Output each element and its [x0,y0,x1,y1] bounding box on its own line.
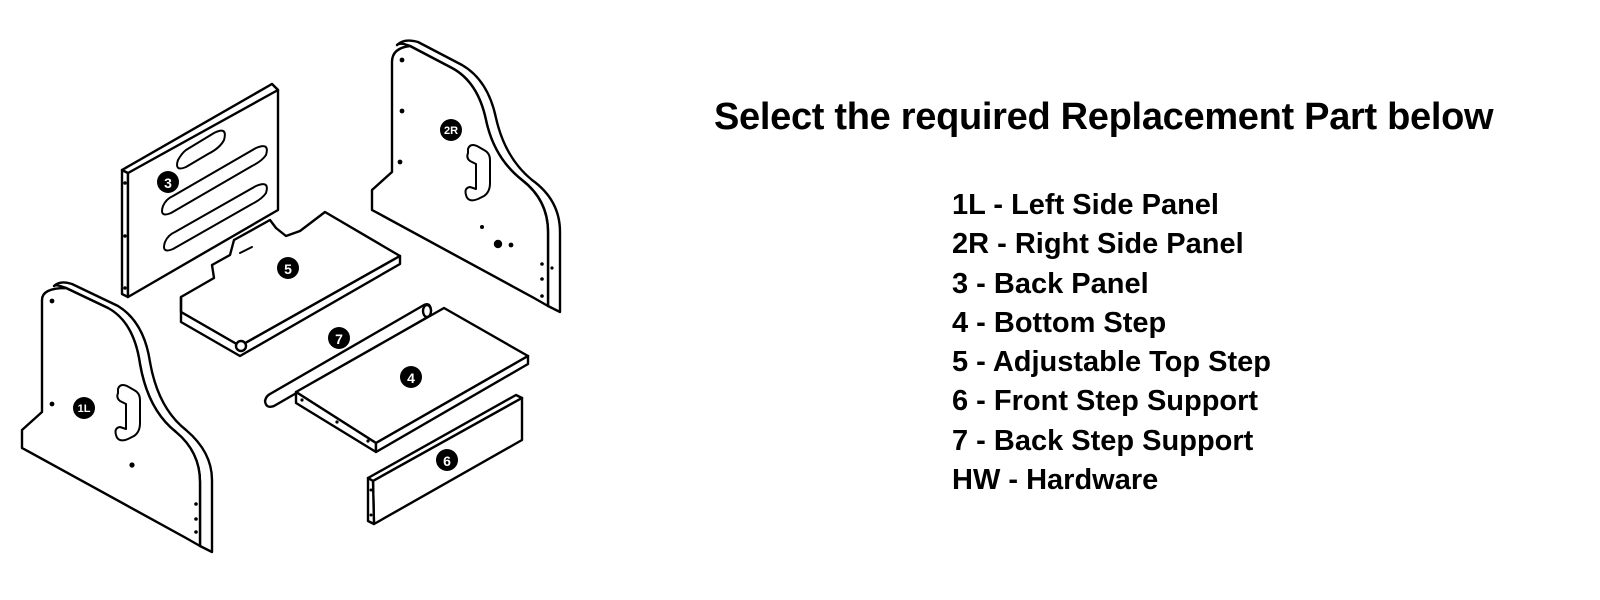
svg-text:5: 5 [284,261,292,277]
badge-3: 3 [157,171,179,193]
svg-text:1L: 1L [78,403,91,415]
svg-text:6: 6 [443,453,451,469]
left-side-panel-part[interactable] [20,281,214,554]
part-link-2r[interactable]: 2R - Right Side Panel [952,228,1244,261]
badge-6: 6 [436,449,458,471]
badge-5: 5 [277,257,299,279]
svg-text:3: 3 [164,175,172,191]
back-panel-part[interactable] [120,82,280,299]
top-step-part[interactable] [179,210,402,358]
exploded-parts-diagram: 3 2R 5 7 4 1L 6 [20,39,562,554]
badge-2r: 2R [440,119,462,141]
right-side-panel-part[interactable] [370,39,562,314]
part-link-3[interactable]: 3 - Back Panel [952,267,1149,300]
part-link-hw[interactable]: HW - Hardware [952,464,1159,497]
svg-text:7: 7 [335,331,343,347]
part-link-6[interactable]: 6 - Front Step Support [952,385,1259,418]
parts-list: 1L - Left Side Panel 2R - Right Side Pan… [952,186,1271,500]
badge-1l: 1L [73,397,95,419]
part-link-4[interactable]: 4 - Bottom Step [952,306,1167,339]
svg-text:2R: 2R [444,125,458,137]
page-heading: Select the required Replacement Part bel… [714,96,1494,138]
part-link-7[interactable]: 7 - Back Step Support [952,424,1254,457]
badge-4: 4 [400,366,422,388]
part-link-1l[interactable]: 1L - Left Side Panel [952,189,1219,221]
part-link-5[interactable]: 5 - Adjustable Top Step [952,346,1272,379]
badge-7: 7 [328,327,350,349]
svg-text:4: 4 [407,370,415,386]
